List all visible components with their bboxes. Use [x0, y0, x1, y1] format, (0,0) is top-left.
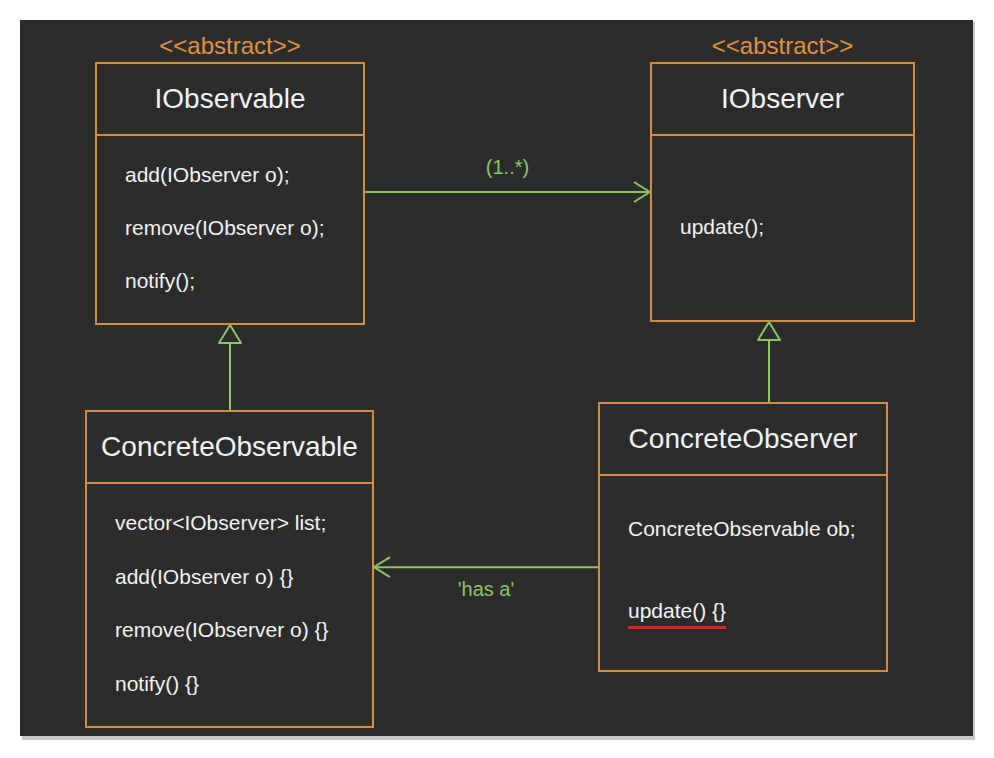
association-arrow — [365, 182, 650, 202]
class-member: remove(IObserver o) {} — [115, 618, 329, 645]
concrete-class-box: ConcreteObserverConcreteObservable ob; up… — [598, 402, 888, 672]
connector-line — [229, 343, 231, 410]
class-member: ConcreteObservable ob; — [628, 517, 856, 544]
class-member: notify(); — [125, 269, 195, 296]
board — [20, 20, 973, 736]
class-name: IObservable — [155, 83, 306, 115]
class-body: vector<IObserver> list; add(IObserver o) … — [87, 484, 372, 726]
class-member: add(IObserver o); — [125, 163, 290, 190]
connector-line — [768, 340, 770, 402]
concrete-class-box: ConcreteObservable vector<IObserver> list… — [85, 410, 374, 728]
class-name: ConcreteObserver — [629, 423, 858, 455]
class-member: vector<IObserver> list; — [115, 511, 326, 538]
class-member: remove(IObserver o); — [125, 216, 325, 243]
class-member: update(); — [680, 215, 764, 242]
arrowhead — [374, 557, 390, 577]
arrowhead — [758, 322, 780, 340]
class-body: update(); — [652, 136, 913, 320]
class-header: ConcreteObserver — [600, 404, 886, 476]
connector-line — [365, 191, 650, 193]
class-name: ConcreteObservable — [101, 431, 358, 463]
class-header: ConcreteObservable — [87, 412, 372, 484]
edge-label: (1..*) — [480, 155, 535, 180]
association-arrow — [374, 557, 598, 577]
class-body: add(IObserver o); remove(IObserver o); not… — [97, 136, 363, 323]
abstract-class-box: <<abstract>>IObserverupdate(); — [650, 62, 915, 322]
connector-line — [374, 566, 598, 568]
class-header: IObservable — [97, 64, 363, 136]
stereotype: <<abstract>> — [632, 32, 933, 60]
class-member: add(IObserver o) {} — [115, 565, 294, 592]
class-member: notify() {} — [115, 672, 199, 699]
class-name: IObserver — [721, 83, 844, 115]
stereotype: <<abstract>> — [77, 32, 383, 60]
class-member: update() {} — [628, 599, 726, 629]
arrowhead — [634, 182, 650, 202]
class-header: IObserver — [652, 64, 913, 136]
class-body: ConcreteObservable ob; update() {} — [600, 476, 886, 670]
inheritance-arrow — [219, 325, 241, 410]
inheritance-arrow — [758, 322, 780, 402]
arrowhead — [219, 325, 241, 343]
edge-label: 'has a' — [452, 577, 521, 602]
abstract-class-box: <<abstract>>IObservableadd(IObserver o);… — [95, 62, 365, 325]
